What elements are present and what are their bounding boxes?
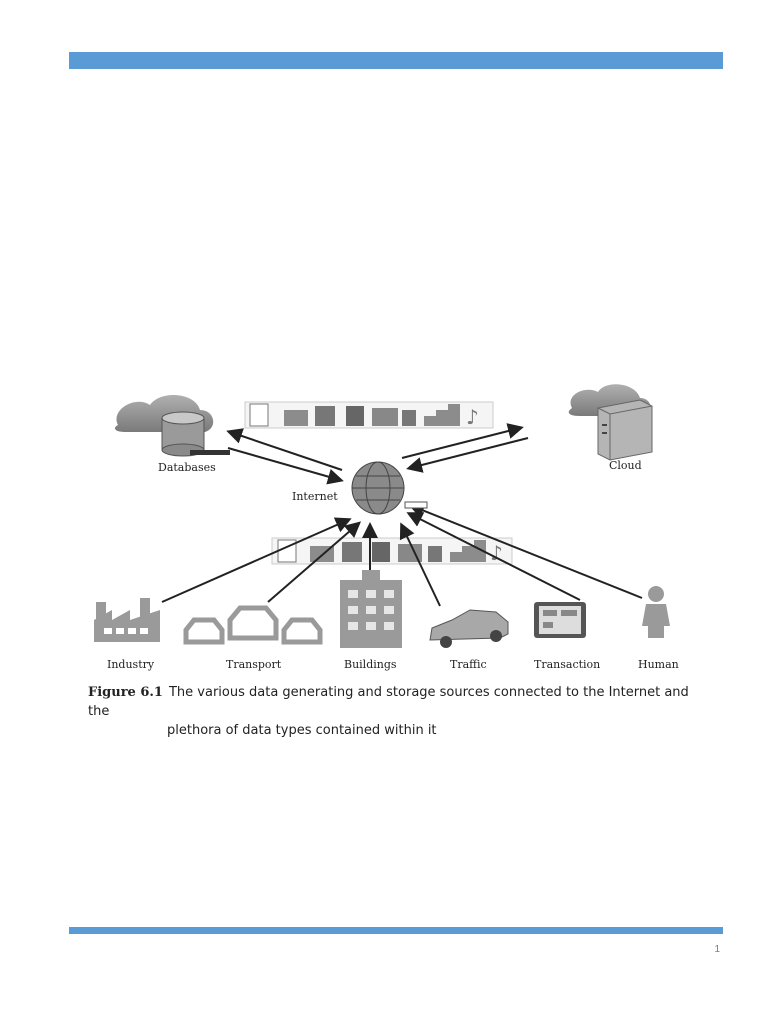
label-internet: Internet bbox=[292, 490, 338, 503]
label-buildings: Buildings bbox=[344, 658, 397, 671]
internet-hub: Internet bbox=[292, 461, 405, 515]
music-icon: ♪ bbox=[466, 405, 479, 429]
music-icon: ♪ bbox=[490, 541, 503, 565]
label-databases: Databases bbox=[158, 461, 216, 474]
globe-icon bbox=[351, 461, 405, 515]
data-sources-diagram: Databases Cloud ♪ Inter bbox=[94, 384, 679, 671]
book-icon bbox=[428, 546, 442, 562]
server-icon bbox=[597, 399, 653, 461]
database-icon bbox=[161, 411, 230, 457]
factory-icon bbox=[94, 598, 160, 642]
image-icon bbox=[315, 406, 335, 426]
connection-arrows-top bbox=[226, 423, 529, 485]
tablet-icon bbox=[534, 602, 586, 638]
film-icon bbox=[372, 408, 398, 426]
connection-arrows-bottom bbox=[161, 501, 643, 607]
data-types-strip-bottom: ♪ bbox=[271, 537, 513, 565]
industry-node: Industry bbox=[94, 598, 160, 671]
chart-icon bbox=[424, 404, 460, 426]
label-industry: Industry bbox=[107, 658, 155, 671]
traffic-node: Traffic bbox=[429, 609, 509, 671]
footer-accent-bar bbox=[69, 927, 723, 934]
transaction-node: Transaction bbox=[534, 602, 600, 671]
folder-icon bbox=[284, 410, 308, 426]
transport-node: Transport bbox=[183, 605, 323, 671]
file-icon bbox=[372, 542, 390, 562]
label-transport: Transport bbox=[226, 658, 282, 671]
caption-line-2: plethora of data types contained within … bbox=[167, 723, 437, 738]
human-node: Human bbox=[638, 586, 679, 671]
file-icon bbox=[346, 406, 364, 426]
person-icon bbox=[642, 586, 670, 638]
cloud-node: Cloud bbox=[568, 384, 653, 472]
building-icon bbox=[340, 570, 402, 648]
car-icon bbox=[429, 609, 509, 648]
label-transaction: Transaction bbox=[534, 658, 600, 671]
caption-line-1: The various data generating and storage … bbox=[88, 685, 689, 719]
label-traffic: Traffic bbox=[450, 658, 487, 671]
chart-icon bbox=[450, 540, 486, 562]
page-number: 1 bbox=[714, 944, 720, 955]
figure-number: Figure 6.1 bbox=[88, 685, 163, 700]
label-cloud: Cloud bbox=[609, 459, 642, 472]
car-icon bbox=[183, 605, 323, 645]
header-accent-bar bbox=[69, 52, 723, 69]
document-icon bbox=[249, 403, 269, 427]
image-icon bbox=[342, 542, 362, 562]
buildings-node: Buildings bbox=[340, 570, 402, 671]
book-icon bbox=[402, 410, 416, 426]
label-human: Human bbox=[638, 658, 679, 671]
data-types-strip-top: ♪ bbox=[244, 401, 494, 429]
databases-node: Databases bbox=[114, 394, 230, 474]
